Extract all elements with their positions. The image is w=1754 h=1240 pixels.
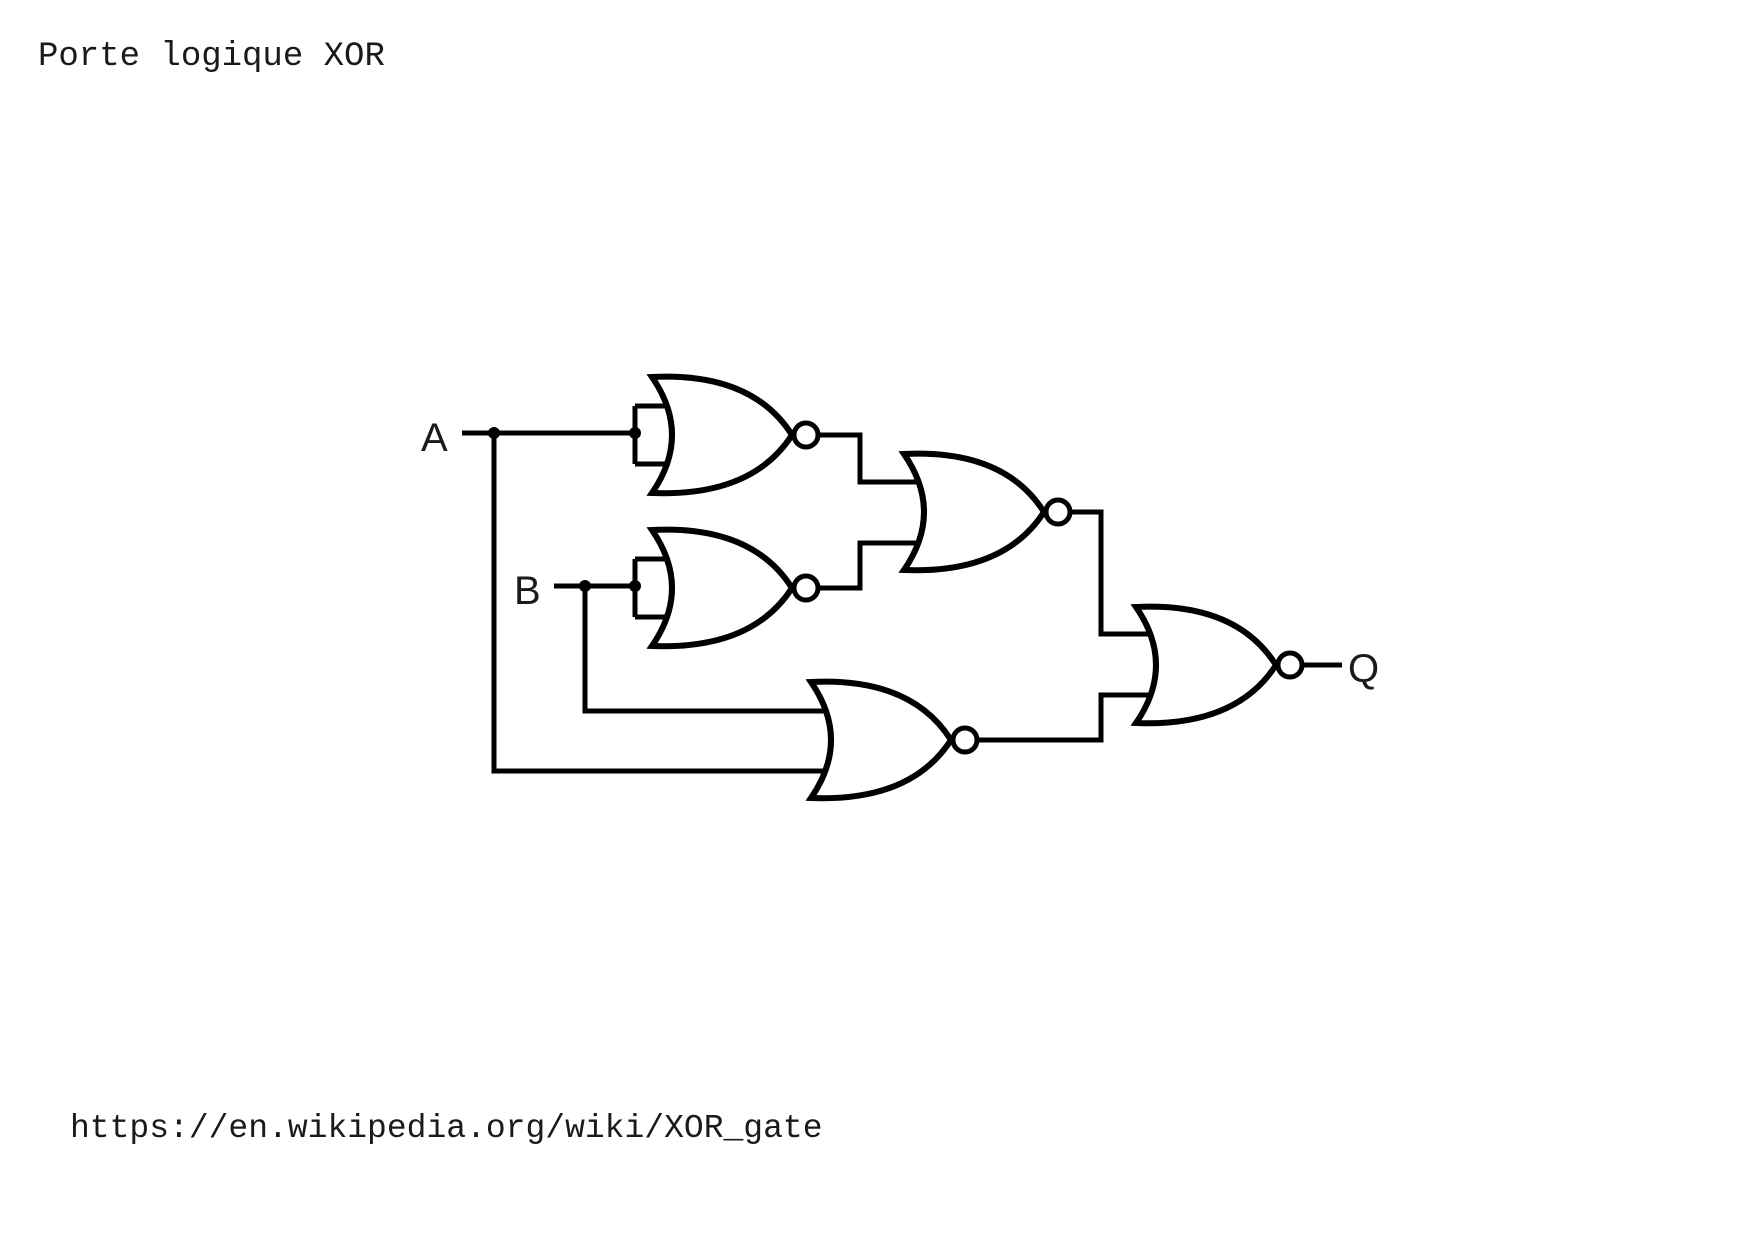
wire-b-to-nor4 — [582, 586, 828, 714]
wire-a-to-nor4 — [491, 433, 828, 774]
nor-gate-2 — [652, 530, 821, 647]
wire-nor4-to-nor5 — [977, 692, 1148, 743]
junction-a-branch — [488, 427, 500, 439]
output-label-q: Q — [1348, 647, 1379, 691]
wire-nor3-to-nor5 — [1070, 509, 1148, 637]
junction-a-gate1 — [629, 427, 641, 439]
junction-b-branch — [579, 580, 591, 592]
nor-gate-4 — [811, 682, 980, 799]
wire-nor1-to-nor3 — [819, 432, 917, 485]
nor-gate-1 — [652, 377, 821, 494]
nor-gate-5 — [1136, 607, 1305, 724]
page-title: Porte logique XOR — [38, 38, 385, 76]
input-label-b: B — [514, 569, 541, 613]
source-url: https://en.wikipedia.org/wiki/XOR_gate — [70, 1110, 823, 1147]
junction-b-gate2 — [629, 580, 641, 592]
wires — [462, 403, 1342, 774]
wire-nor2-to-nor3 — [819, 540, 917, 591]
nor-gate-3 — [904, 454, 1073, 571]
input-label-a: A — [421, 416, 448, 460]
junctions — [488, 427, 641, 592]
